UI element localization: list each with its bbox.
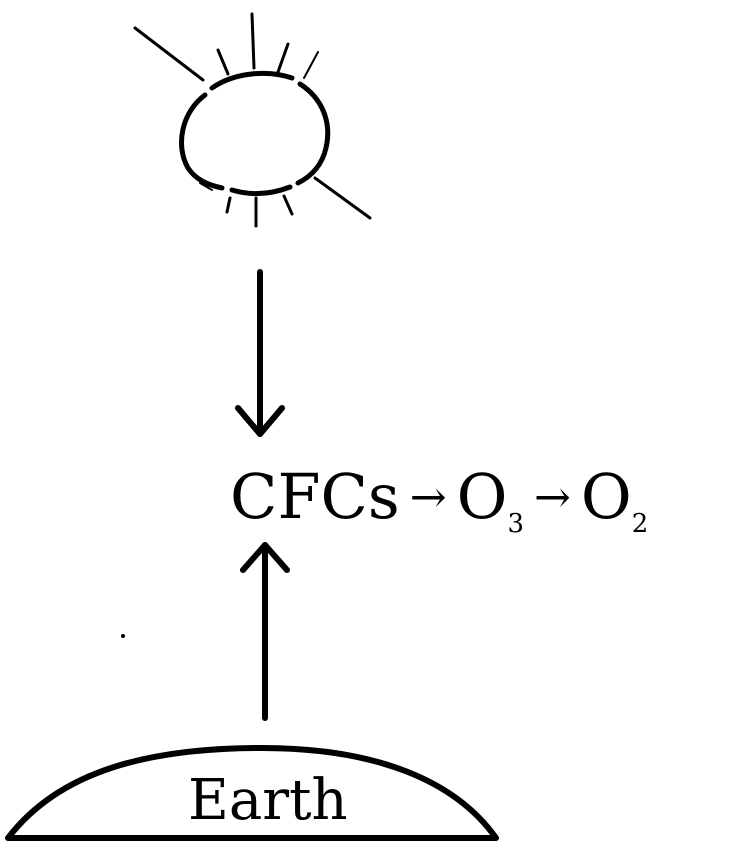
sun-ray xyxy=(276,42,290,74)
sun-ray xyxy=(225,196,232,214)
sun-ray xyxy=(250,12,256,70)
sun-ray xyxy=(216,48,230,76)
speck-mark xyxy=(121,634,125,638)
oxygen-label: O xyxy=(580,460,632,533)
sun-outline-top xyxy=(209,70,295,91)
arrow-down-icon xyxy=(235,269,285,437)
sun-outline-left xyxy=(179,92,225,191)
arrow-up-icon xyxy=(240,542,290,721)
reaction-arrow-icon: → xyxy=(409,472,447,523)
sun-ray xyxy=(313,176,372,220)
sun-ray xyxy=(133,26,205,82)
earth-dome-icon xyxy=(5,745,499,841)
oxygen-subscript: 2 xyxy=(631,509,649,539)
sun-ray xyxy=(282,194,294,216)
sun-outline-bottom xyxy=(229,184,293,197)
sun-ray xyxy=(199,182,213,191)
reaction-chain: CFCs→O3→O2 xyxy=(230,462,648,545)
sun-icon xyxy=(133,12,372,228)
sun-ray xyxy=(303,51,319,79)
earth-label: Earth xyxy=(188,768,348,833)
sun-outline-right xyxy=(295,81,331,186)
reaction-arrow-icon: → xyxy=(533,472,571,523)
cfc-label: CFCs xyxy=(230,460,400,533)
ozone-label: O xyxy=(456,460,508,533)
ozone-subscript: 3 xyxy=(507,509,524,539)
